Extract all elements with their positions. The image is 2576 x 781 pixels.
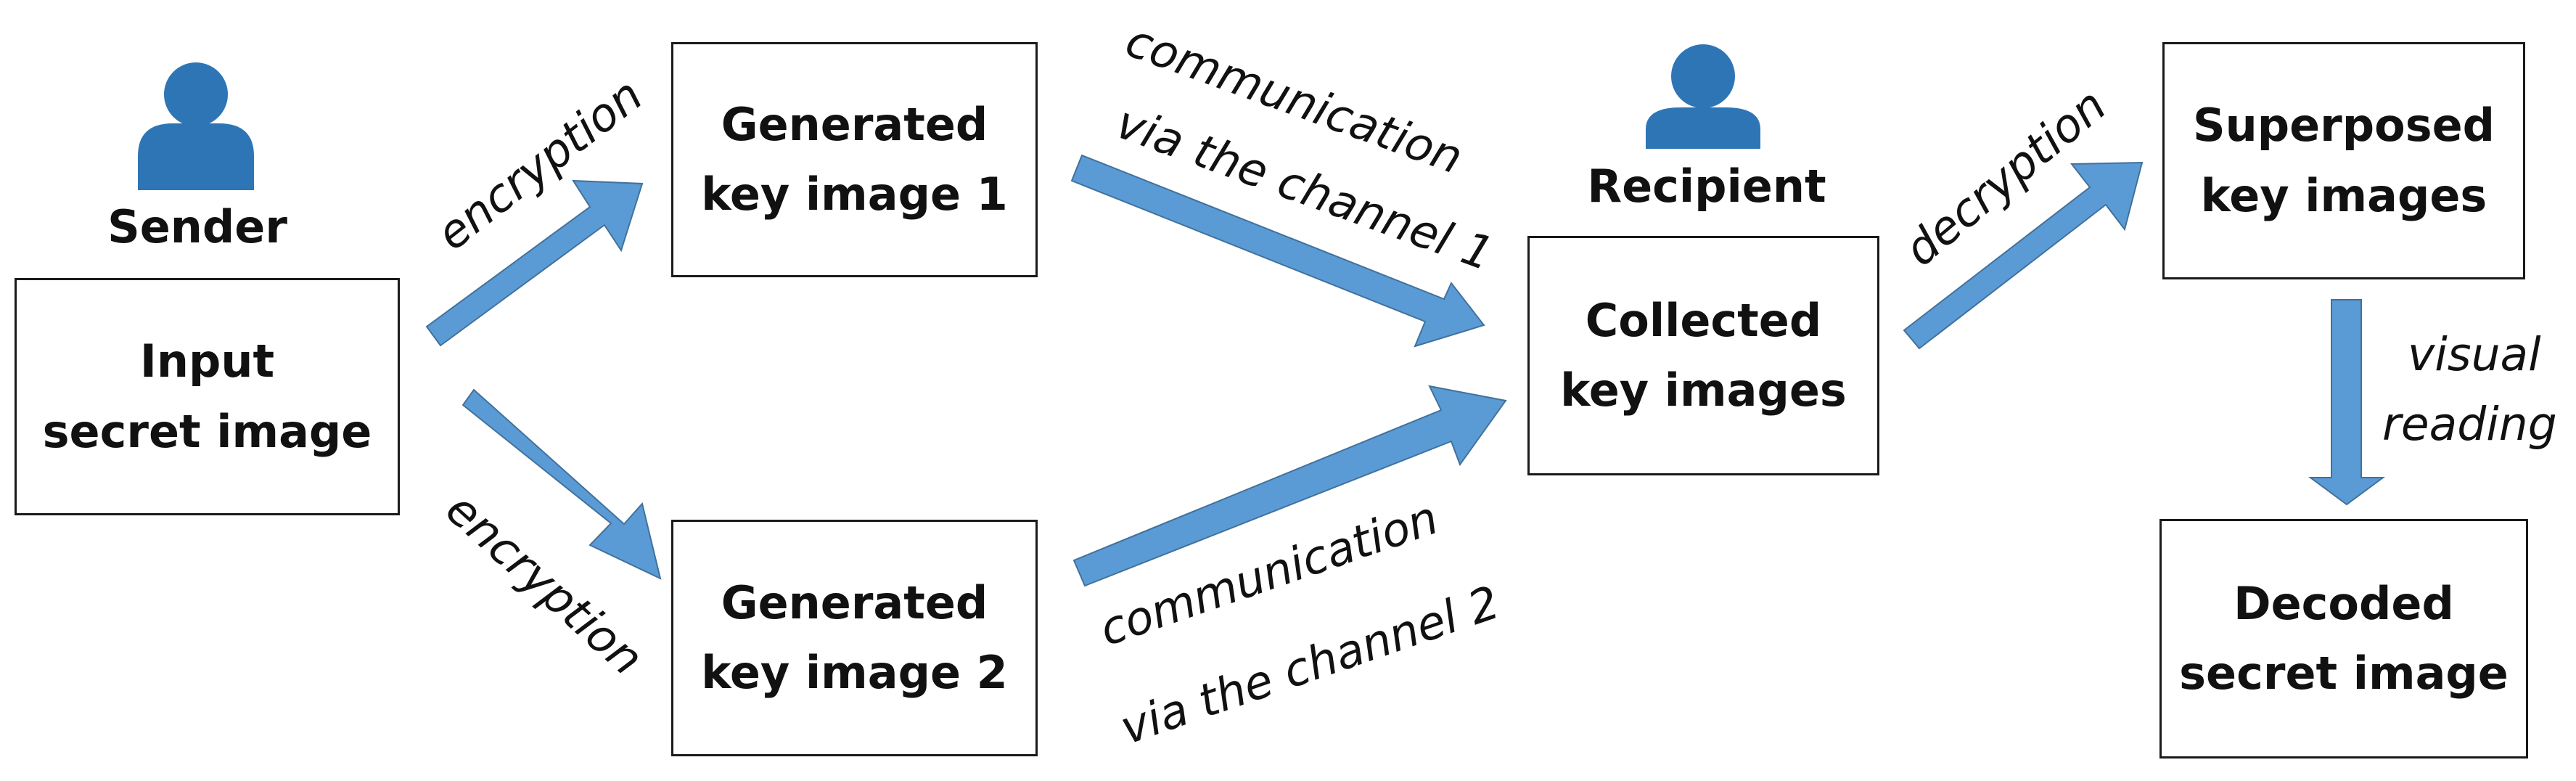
visual-reading-label-line1: visual — [2408, 328, 2541, 381]
arrow-encryption-top — [425, 179, 644, 347]
generated-key-image-1-box: Generated key image 1 — [671, 42, 1038, 277]
box-line: key image 2 — [701, 646, 1008, 699]
box-line: key images — [2200, 168, 2487, 222]
visual-reading-label-line2: reading — [2382, 398, 2557, 451]
arrow-channel-1 — [1070, 154, 1485, 348]
arrow-encryption-bottom — [462, 388, 662, 580]
arrow-channel-2 — [1072, 385, 1507, 587]
arrow-decryption — [1903, 161, 2144, 350]
box-line: Generated — [721, 576, 988, 629]
box-line: Collected — [1585, 293, 1822, 347]
input-secret-image-box: Input secret image — [15, 278, 400, 515]
superposed-key-images-box: Superposed key images — [2162, 42, 2525, 279]
box-line: Generated — [721, 97, 988, 151]
person-icon — [138, 62, 254, 190]
sender-label: Sender — [107, 200, 287, 253]
box-line: secret image — [2179, 647, 2509, 700]
person-icon — [1646, 44, 1760, 149]
box-line: Decoded — [2234, 576, 2454, 630]
collected-key-images-box: Collected key images — [1527, 236, 1879, 475]
box-line: secret image — [42, 404, 372, 458]
box-line: Input — [139, 335, 275, 388]
box-line: key image 1 — [701, 168, 1008, 221]
box-line: key images — [1560, 364, 1847, 417]
recipient-label: Recipient — [1587, 160, 1826, 213]
arrow-visual-reading — [2308, 299, 2386, 506]
decoded-secret-image-box: Decoded secret image — [2159, 519, 2528, 758]
box-line: Superposed — [2192, 99, 2495, 152]
generated-key-image-2-box: Generated key image 2 — [671, 520, 1038, 756]
